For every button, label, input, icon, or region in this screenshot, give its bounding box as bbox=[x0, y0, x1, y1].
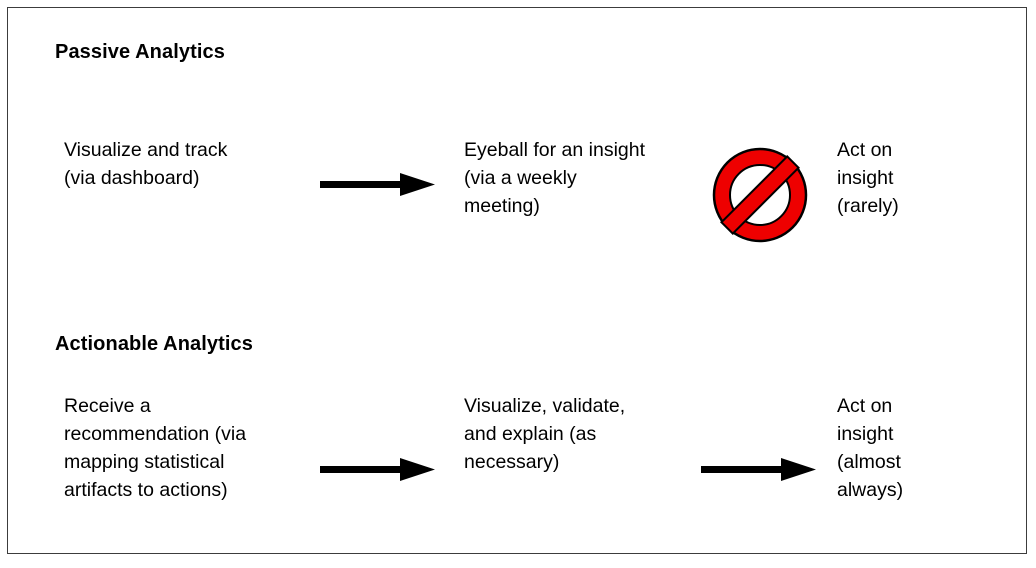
step-actionable-receive-recommendation: Receive a recommendation (via mapping st… bbox=[64, 395, 247, 501]
step-passive-visualize-and-track: Visualize and track (via dashboard) bbox=[64, 139, 228, 189]
arrow-right-icon bbox=[701, 458, 816, 481]
step-actionable-visualize-validate-explain: Visualize, validate, and explain (as nec… bbox=[464, 395, 626, 473]
prohibition-icon bbox=[712, 147, 808, 243]
arrow-right-icon bbox=[320, 173, 435, 196]
step-actionable-act-on-insight: Act on insight (almost always) bbox=[837, 395, 904, 501]
section-heading-passive: Passive Analytics bbox=[55, 41, 225, 63]
step-passive-eyeball-for-insight: Eyeball for an insight (via a weekly mee… bbox=[464, 139, 646, 217]
diagram-frame: Passive Analytics Visualize and track (v… bbox=[7, 7, 1027, 554]
step-passive-act-on-insight: Act on insight (rarely) bbox=[837, 139, 899, 217]
section-heading-actionable: Actionable Analytics bbox=[55, 333, 253, 355]
arrow-right-icon bbox=[320, 458, 435, 481]
